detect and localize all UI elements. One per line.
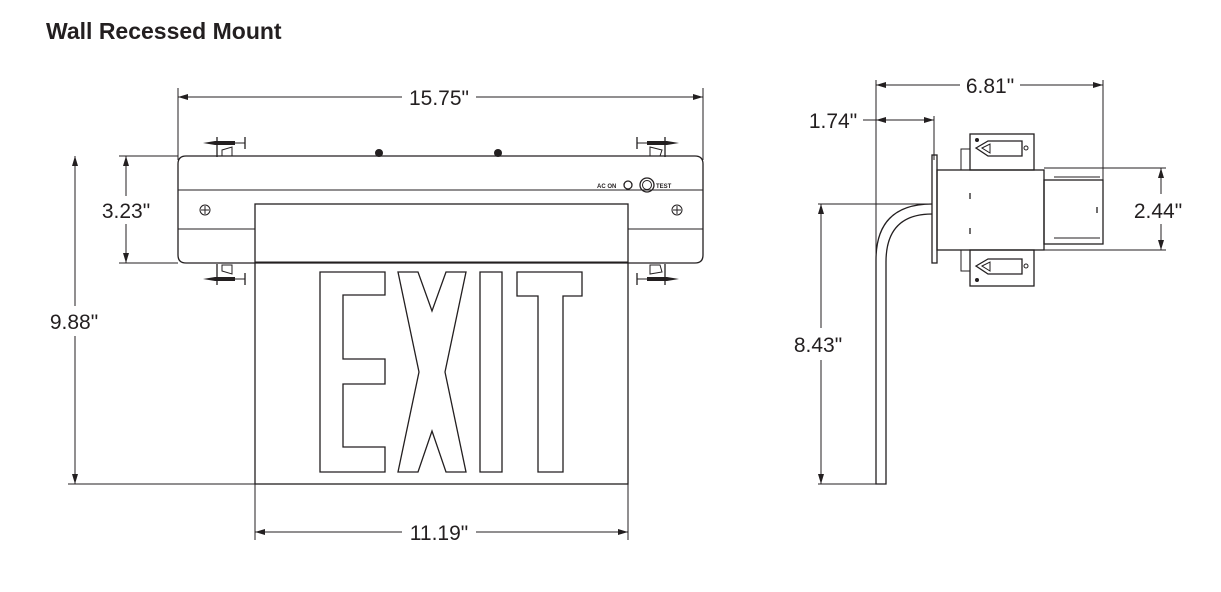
wall-flange [931, 154, 938, 264]
mounting-knob-icon [375, 149, 383, 157]
dimension-flange-depth: 1.74" [809, 110, 935, 160]
dimension-overall-width: 15.75" [177, 87, 704, 160]
dimension-panel-width: 11.19" [254, 484, 629, 545]
dimension-label-overall-height: 9.88" [50, 311, 98, 334]
screw-icon [199, 204, 211, 216]
spring-clip-icon [960, 133, 1035, 171]
mounting-clip-icon [203, 137, 246, 157]
mounting-clip-icon [636, 264, 679, 285]
dimension-overall-height: 9.88" [50, 156, 255, 485]
indicator-panel: AC ON TEST [597, 177, 672, 193]
page-title: Wall Recessed Mount [46, 18, 282, 44]
front-view: 15.75" AC ON [50, 87, 704, 545]
dimension-overall-depth: 6.81" [875, 75, 1104, 484]
dimension-label-overall-depth: 6.81" [966, 75, 1014, 98]
dimension-label-flange-depth: 1.74" [809, 110, 857, 133]
exit-sign-panel: EXIT [254, 203, 629, 485]
sign-panel-profile [875, 203, 933, 485]
dimension-label-housing-height: 3.23" [102, 200, 150, 223]
dimension-label-panel-drop: 8.43" [794, 334, 842, 357]
ac-on-led-icon [623, 180, 633, 190]
exit-lettering [319, 271, 583, 473]
screw-icon [671, 204, 683, 216]
dimension-panel-drop: 8.43" [794, 203, 932, 485]
dimension-label-side-housing-height: 2.44" [1134, 200, 1182, 223]
dimension-side-housing-height: 2.44" [1044, 167, 1182, 251]
dimension-label-overall-width: 15.75" [409, 87, 469, 110]
recessed-housing [936, 169, 1045, 251]
mounting-clip-icon [636, 137, 679, 157]
mounting-knob-icon [494, 149, 502, 157]
dimension-housing-height: 3.23" [102, 155, 178, 264]
rear-enclosure [1043, 179, 1104, 245]
test-label: TEST [656, 184, 672, 190]
ac-on-label: AC ON [597, 184, 616, 190]
mounting-clip-icon [203, 264, 246, 285]
dimension-label-panel-width: 11.19" [410, 522, 468, 545]
test-button-icon [639, 177, 655, 193]
spring-clip-icon [960, 249, 1035, 287]
housing: AC ON TEST [177, 149, 704, 264]
side-view: 6.81" 1.74" [794, 75, 1182, 485]
